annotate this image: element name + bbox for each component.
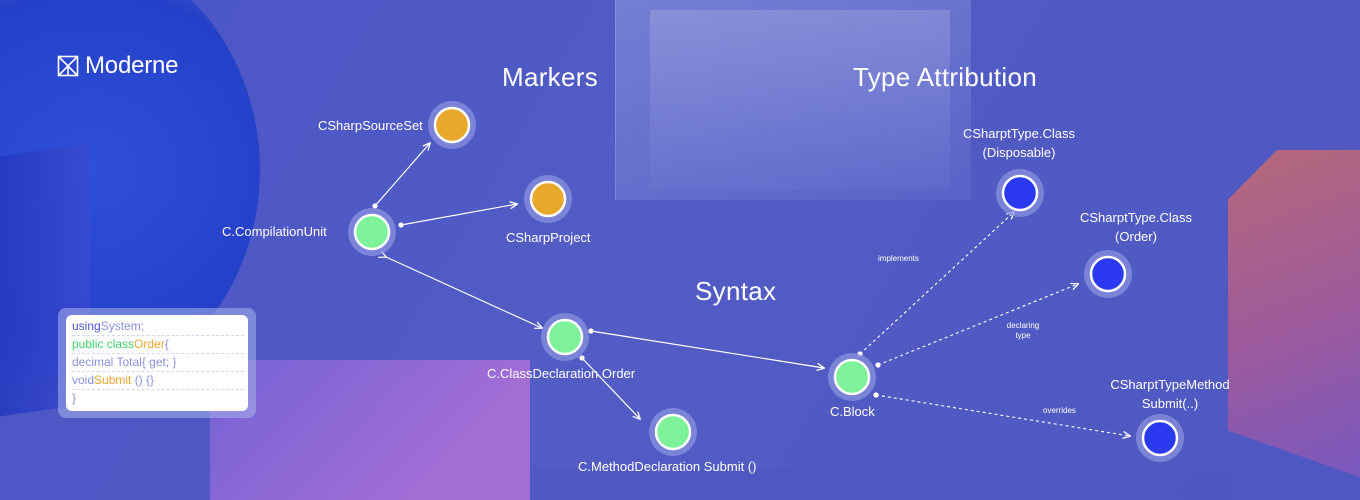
background-prism-shape: [1228, 150, 1360, 480]
node-compilation-unit: [348, 208, 396, 256]
code-identifier: Submit: [94, 373, 132, 387]
edge-cu-cd: [386, 257, 542, 328]
node-csharp-source-set: [428, 101, 476, 149]
edge-cu-sp: [398, 204, 517, 228]
code-keyword: class: [106, 337, 135, 351]
node-type-method: [1136, 414, 1184, 462]
label-type-method-line2: Submit(..): [1141, 396, 1199, 411]
edge-cu-sss: [372, 143, 430, 209]
heading-markers: Markers: [502, 62, 598, 92]
brand-logo: Moderne: [57, 52, 179, 80]
heading-syntax: Syntax: [695, 276, 777, 306]
edge-label-implements: implements: [878, 254, 919, 263]
label-block: C.Block: [830, 404, 875, 419]
code-text: System;: [100, 319, 145, 333]
edge-label-type: type: [1015, 331, 1031, 340]
edge-cd-blk: [588, 328, 824, 368]
code-keyword: void: [72, 373, 95, 387]
code-keyword: public: [72, 337, 107, 351]
background-glass-shape: [615, 0, 971, 200]
brand-name: Moderne: [85, 52, 179, 79]
label-class-declaration: C.ClassDeclaration Order: [487, 366, 636, 381]
edge-label-declaring: declaring: [1006, 321, 1040, 330]
node-type-disposable: [996, 169, 1044, 217]
code-keyword: using: [72, 319, 101, 333]
moderne-logo-icon: [57, 55, 79, 77]
code-text: () {}: [131, 373, 155, 387]
label-type-disposable-line1: CSharptType.Class: [963, 126, 1075, 141]
code-text: decimal Total{ get; }: [72, 355, 177, 369]
edge-label-overrides: overrides: [1043, 406, 1076, 415]
code-identifier: Order: [134, 337, 165, 351]
node-block: [828, 353, 876, 401]
code-line-5: }: [72, 390, 244, 407]
node-method-declaration: [649, 408, 697, 456]
code-line-2: public classOrder{: [72, 336, 244, 354]
label-type-method-line1: CSharptTypeMethod: [1110, 377, 1230, 392]
node-class-declaration: [541, 313, 589, 361]
code-line-3: decimal Total{ get; }: [72, 354, 244, 372]
label-csharp-project: CSharpProject: [506, 230, 591, 245]
code-text: {: [164, 337, 169, 351]
background-glass-inner-shape: [650, 10, 950, 190]
label-csharp-source-set: CSharpSourceSet: [318, 118, 423, 133]
code-line-1: usingSystem;: [72, 318, 244, 336]
label-type-order-line2: (Order): [1115, 229, 1157, 244]
label-method-declaration: C.MethodDeclaration Submit (): [578, 459, 757, 474]
edge-blk-meth: [873, 392, 1130, 436]
label-type-order-line1: CSharptType.Class: [1080, 210, 1192, 225]
edge-blk-disp: [857, 212, 1014, 357]
code-text: }: [72, 391, 77, 405]
edge-cd-md: [579, 355, 640, 419]
code-snippet: usingSystem; public classOrder{ decimal …: [66, 315, 248, 411]
label-type-disposable-line2: (Disposable): [982, 145, 1056, 160]
node-type-order: [1084, 250, 1132, 298]
background-pink-block: [210, 360, 530, 500]
node-csharp-project: [524, 175, 572, 223]
code-line-4: voidSubmit () {}: [72, 372, 244, 390]
edge-blk-ord: [875, 284, 1078, 368]
background-floor-shape: [530, 470, 1230, 500]
label-compilation-unit: C.CompilationUnit: [222, 224, 327, 239]
code-snippet-card: usingSystem; public classOrder{ decimal …: [58, 308, 256, 418]
heading-type-attribution: Type Attribution: [853, 62, 1038, 92]
